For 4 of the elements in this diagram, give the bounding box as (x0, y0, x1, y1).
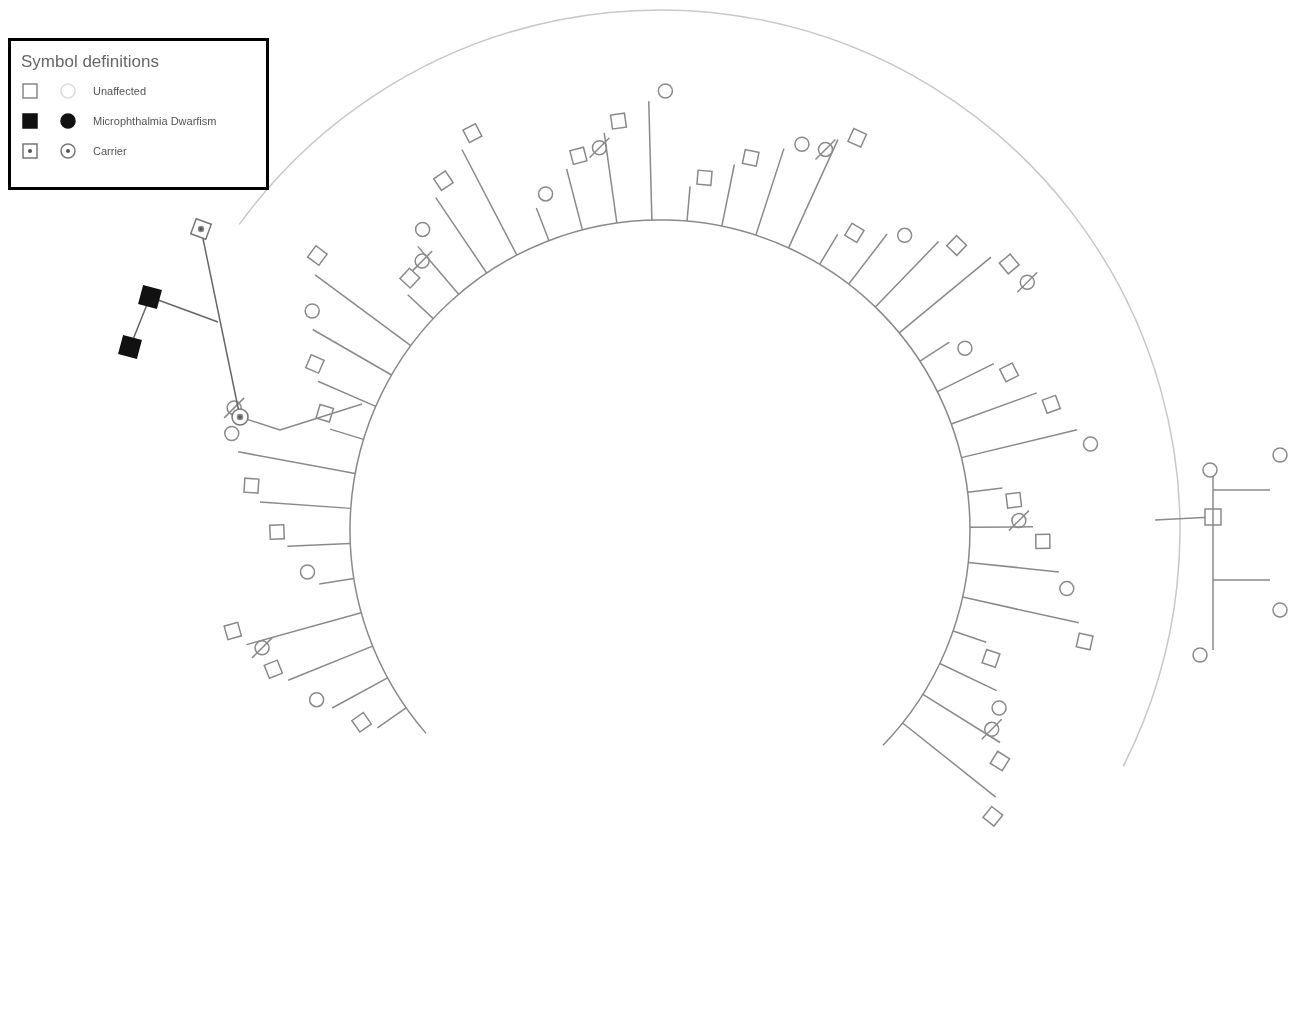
legend-text: Microphthalmia Dwarfism (93, 114, 217, 129)
legend-text: Carrier (93, 144, 127, 159)
legend-title: Symbol definitions (21, 51, 160, 73)
legend-text: Unaffected (93, 84, 146, 99)
